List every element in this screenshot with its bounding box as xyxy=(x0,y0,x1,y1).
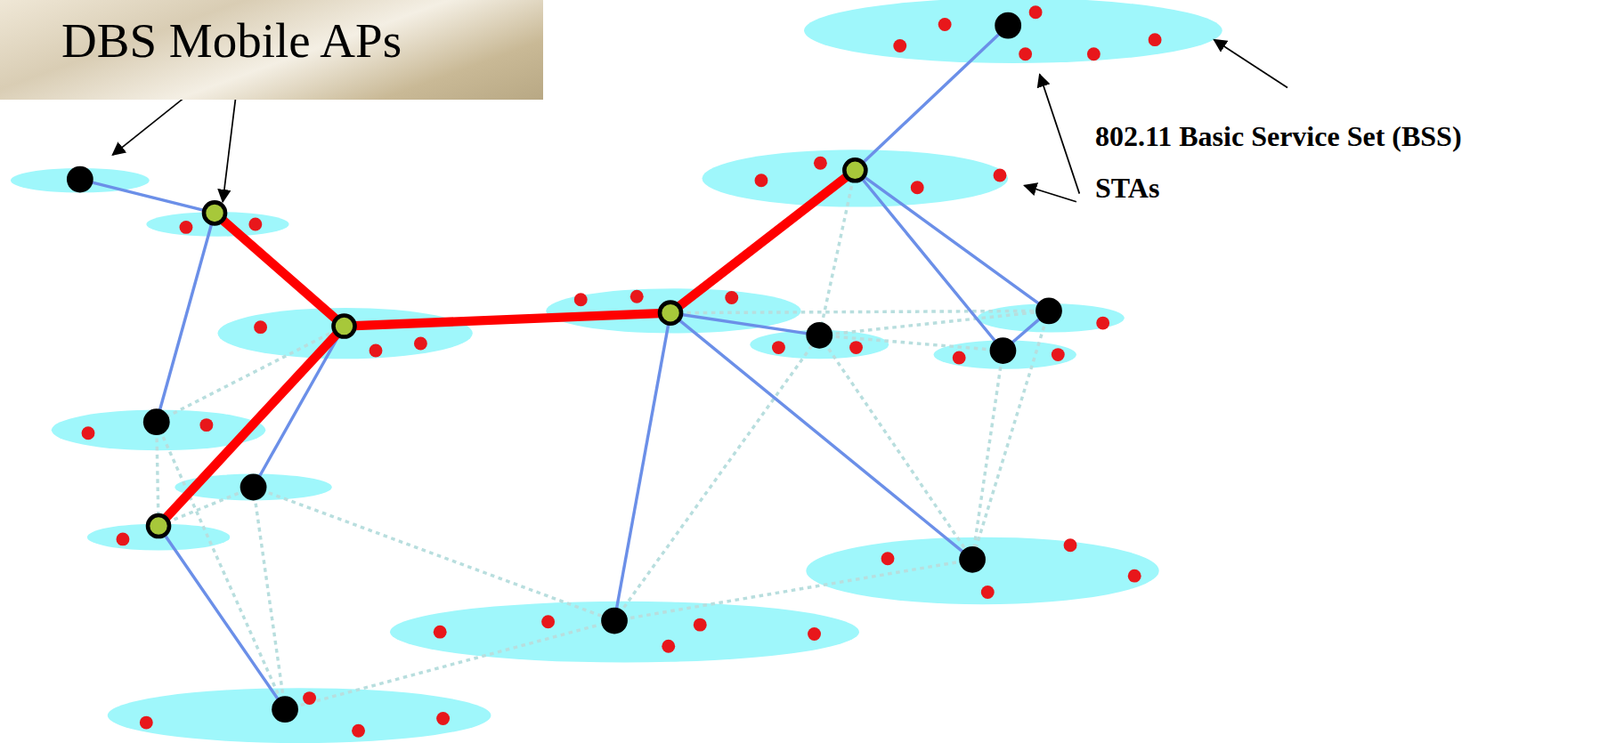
station-dot xyxy=(248,218,262,232)
station-dot xyxy=(541,615,555,629)
potential-link xyxy=(614,560,973,622)
station-dot xyxy=(1063,538,1078,553)
mobile-ap xyxy=(805,322,833,350)
mesh-link xyxy=(80,179,215,214)
potential-link xyxy=(819,335,973,561)
potential-link xyxy=(972,350,1003,561)
station-dot xyxy=(771,341,786,355)
title-banner: DBS Mobile APs xyxy=(0,0,544,100)
station-dot xyxy=(849,341,863,355)
bss-area xyxy=(107,688,492,743)
station-dot xyxy=(574,292,588,307)
potential-link xyxy=(614,335,820,622)
potential-link xyxy=(156,422,159,527)
mobile-ap xyxy=(601,608,628,635)
bss-area xyxy=(804,0,1223,64)
station-dot xyxy=(1087,47,1101,61)
station-dot xyxy=(807,627,821,642)
callout-label: 802.11 Basic Service Set (BSS) xyxy=(1095,121,1462,153)
station-dot xyxy=(981,585,995,600)
backbone-path xyxy=(670,170,855,313)
mobile-ap xyxy=(66,166,94,194)
station-dot xyxy=(893,39,907,53)
potential-link xyxy=(253,487,286,711)
potential-link xyxy=(819,335,1003,351)
mesh-link xyxy=(854,25,1008,171)
backbone-ap xyxy=(332,316,355,338)
station-dot xyxy=(1128,569,1142,584)
potential-link xyxy=(972,310,1049,560)
backbone-path xyxy=(344,313,672,327)
bss-area xyxy=(805,537,1159,606)
station-dot xyxy=(755,173,769,187)
banner-text: DBS Mobile APs xyxy=(61,14,526,69)
backbone-ap xyxy=(844,159,866,181)
mesh-link xyxy=(670,313,973,561)
mobile-ap xyxy=(271,696,299,723)
station-dot xyxy=(630,290,644,304)
station-dot xyxy=(881,552,895,566)
potential-link xyxy=(284,621,615,711)
mesh-link xyxy=(156,212,215,423)
station-dot xyxy=(179,220,194,235)
mobile-ap xyxy=(990,337,1017,365)
station-dot xyxy=(813,156,828,171)
station-dot xyxy=(1096,316,1110,331)
station-dot xyxy=(661,640,675,654)
station-dot xyxy=(369,344,383,358)
backbone-path xyxy=(158,326,344,527)
backbone-path xyxy=(214,212,344,326)
station-dot xyxy=(436,712,450,726)
station-dot xyxy=(139,716,154,731)
station-dot xyxy=(993,169,1008,183)
station-dot xyxy=(693,618,707,633)
station-dot xyxy=(414,337,428,351)
station-dot xyxy=(433,625,447,640)
station-dot xyxy=(910,180,925,195)
station-dot xyxy=(724,291,739,305)
station-dot xyxy=(81,426,96,440)
bss-area xyxy=(702,149,1009,207)
station-dot xyxy=(199,418,213,432)
backbone-ap xyxy=(147,515,170,537)
backbone-ap xyxy=(659,302,682,325)
mobile-ap xyxy=(143,408,171,436)
mobile-ap xyxy=(994,12,1022,40)
mobile-ap xyxy=(1035,297,1063,325)
station-dot xyxy=(938,17,952,32)
mesh-link xyxy=(158,526,285,710)
station-dot xyxy=(1018,47,1032,61)
potential-link xyxy=(819,310,1049,335)
station-dot xyxy=(253,320,268,334)
bss-area xyxy=(389,601,860,664)
station-dot xyxy=(952,351,967,366)
station-dot xyxy=(1148,32,1162,47)
mesh-link xyxy=(614,313,671,622)
potential-link xyxy=(670,310,1049,313)
bss-area xyxy=(217,308,472,359)
station-dot xyxy=(116,532,130,546)
station-dot xyxy=(1029,5,1043,19)
station-dot xyxy=(302,691,317,706)
potential-link xyxy=(253,487,615,622)
backbone-ap xyxy=(203,202,226,224)
mobile-ap xyxy=(240,474,268,502)
mobile-ap xyxy=(958,546,986,574)
mesh-link xyxy=(854,170,1003,351)
station-dot xyxy=(1051,348,1065,362)
callout-label: STAs xyxy=(1095,172,1160,204)
station-dot xyxy=(351,724,366,739)
